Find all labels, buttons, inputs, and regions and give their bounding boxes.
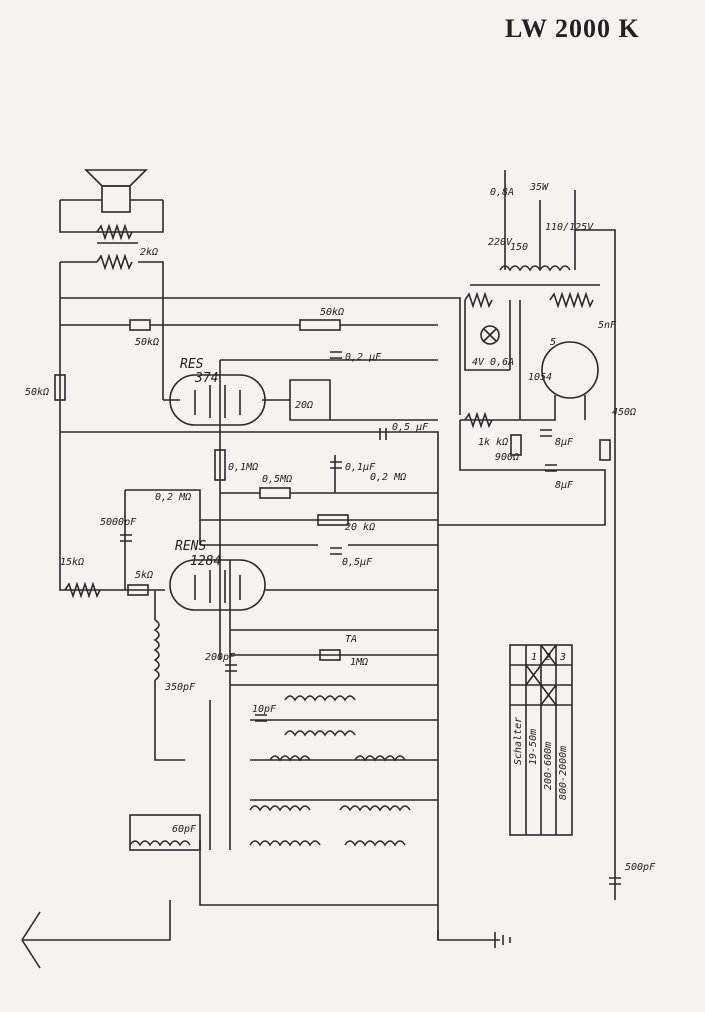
label-c-5000pf: 5000pF	[100, 517, 137, 528]
antenna-icon	[21, 900, 171, 969]
wiring	[59, 297, 500, 941]
label-v-110: 110/125V	[545, 222, 594, 233]
switch-col-3: 3	[559, 652, 566, 663]
label-r-2k: 2kΩ	[140, 247, 158, 258]
label-r-02m-right: 0,2 MΩ	[370, 472, 406, 483]
label-c-8uf-2: 8µF	[555, 480, 574, 491]
label-v-150: 150	[510, 242, 528, 253]
label-r-20ohm: 20Ω	[295, 400, 313, 411]
speaker-transformer	[59, 223, 164, 400]
label-c-01uf: 0,1µF	[345, 462, 376, 473]
label-r-05m: 0,5MΩ	[262, 474, 292, 485]
label-r-50k-right: 50kΩ	[320, 307, 344, 318]
switch-table-header: Schalter	[513, 717, 524, 765]
label-r-450: 450Ω	[612, 407, 636, 418]
label-r-1m: 1MΩ	[350, 657, 368, 668]
switch-row-1: 19-50m	[528, 729, 539, 765]
switch-table-text: Schalter 1 2 3 19-50m 200-600m 800-2000m	[513, 652, 569, 800]
label-r-5k: 5kΩ	[135, 570, 153, 581]
label-c-5nf: 5nF	[598, 320, 617, 331]
label-c-200pf: 200pF	[205, 652, 236, 663]
label-r-50k-top: 50kΩ	[135, 337, 159, 348]
label-c-10pf: 10pF	[252, 704, 277, 715]
resistors	[54, 319, 349, 661]
label-r-1k: 1k kΩ	[478, 437, 508, 448]
label-c-5: 5	[550, 337, 556, 348]
label-r-900: 900Ω	[495, 452, 519, 463]
label-r-01m: 0,1MΩ	[228, 462, 258, 473]
tube-label-res: RES	[180, 357, 204, 372]
ground-icon	[494, 932, 511, 948]
label-c-02uf: 0,2 µF	[345, 352, 382, 363]
input-tube-rens1284: RENS 1284	[169, 539, 266, 611]
switch-table	[509, 644, 573, 836]
power-supply	[438, 170, 621, 900]
tube-label-374: 374	[194, 371, 218, 386]
label-r-50k-left: 50kΩ	[25, 387, 49, 398]
label-c-60pf: 60pF	[172, 824, 197, 835]
output-tube-res374: RES 374	[169, 357, 266, 426]
component-labels: 2kΩ 50kΩ 50kΩ 50kΩ 20Ω 0,2 µF 0,1MΩ 0,5M…	[25, 182, 656, 873]
label-rect-1054: 1054	[528, 372, 552, 383]
label-c-05uf: 0,5 µF	[392, 422, 429, 433]
label-lamp: 4V 0,6A	[472, 357, 514, 368]
label-r-20k: 20 kΩ	[345, 522, 375, 533]
switch-col-1: 1	[531, 652, 537, 663]
label-c-8uf-1: 8µF	[555, 437, 574, 448]
coils	[129, 619, 411, 851]
label-w-35: 35W	[529, 182, 549, 193]
switch-row-3: 800-2000m	[558, 746, 569, 800]
label-r-15k: 15kΩ	[60, 557, 84, 568]
tube-label-rens: RENS	[175, 539, 206, 554]
label-c-05uf-b: 0,5µF	[342, 557, 373, 568]
loudspeaker-icon	[59, 169, 164, 233]
label-a-08: 0,8A	[490, 187, 514, 198]
switch-row-2: 200-600m	[543, 742, 554, 790]
label-c-350pf: 350pF	[164, 682, 196, 693]
label-r-02m-left: 0,2 MΩ	[155, 492, 191, 503]
label-ta: TA	[345, 634, 357, 645]
tube-label-1284: 1284	[190, 554, 221, 569]
switch-col-2: 2	[545, 652, 551, 663]
label-c-500pf: 500pF	[625, 862, 656, 873]
label-v-220: 220V	[488, 237, 513, 248]
capacitors	[120, 351, 387, 722]
diagram-title: LW 2000 K	[505, 14, 640, 43]
